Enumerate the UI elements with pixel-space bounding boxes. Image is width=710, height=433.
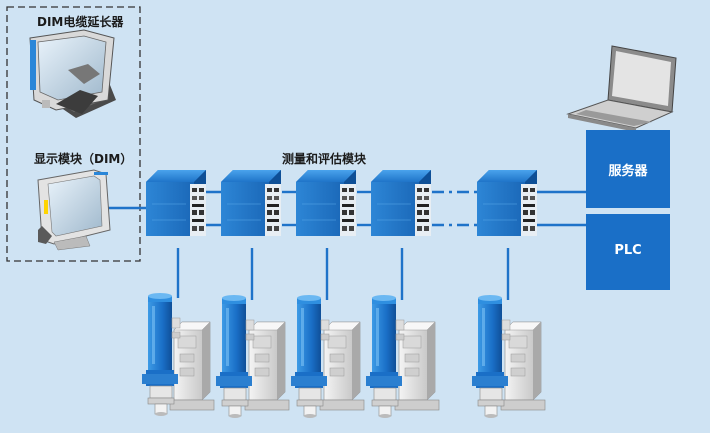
dim-extender-icon (29, 29, 116, 118)
measurement-module-1 (145, 169, 207, 237)
display-module-icon (37, 169, 111, 251)
spindle-unit-2 (215, 294, 290, 419)
dim-extender-label: DIM电缆延长器 (37, 15, 124, 29)
dim-area-boundary (6, 6, 141, 262)
measurement-module-5 (476, 169, 538, 237)
measurement-module-4 (370, 169, 432, 237)
spindle-unit-5 (471, 294, 546, 419)
measure-module-label: 测量和评估模块 (282, 152, 367, 166)
server-label: 服务器 (608, 164, 648, 179)
spindle-unit-3 (290, 294, 365, 419)
laptop-icon (566, 45, 677, 132)
measurement-module-3 (295, 169, 357, 237)
display-module-label: 显示模块（DIM） (34, 152, 133, 166)
measurement-module-2 (220, 169, 282, 237)
spindle-unit-4 (365, 294, 440, 419)
server-box (586, 130, 670, 208)
plc-box (586, 214, 670, 290)
plc-label: PLC (614, 243, 642, 258)
spindle-unit-1 (141, 292, 215, 417)
